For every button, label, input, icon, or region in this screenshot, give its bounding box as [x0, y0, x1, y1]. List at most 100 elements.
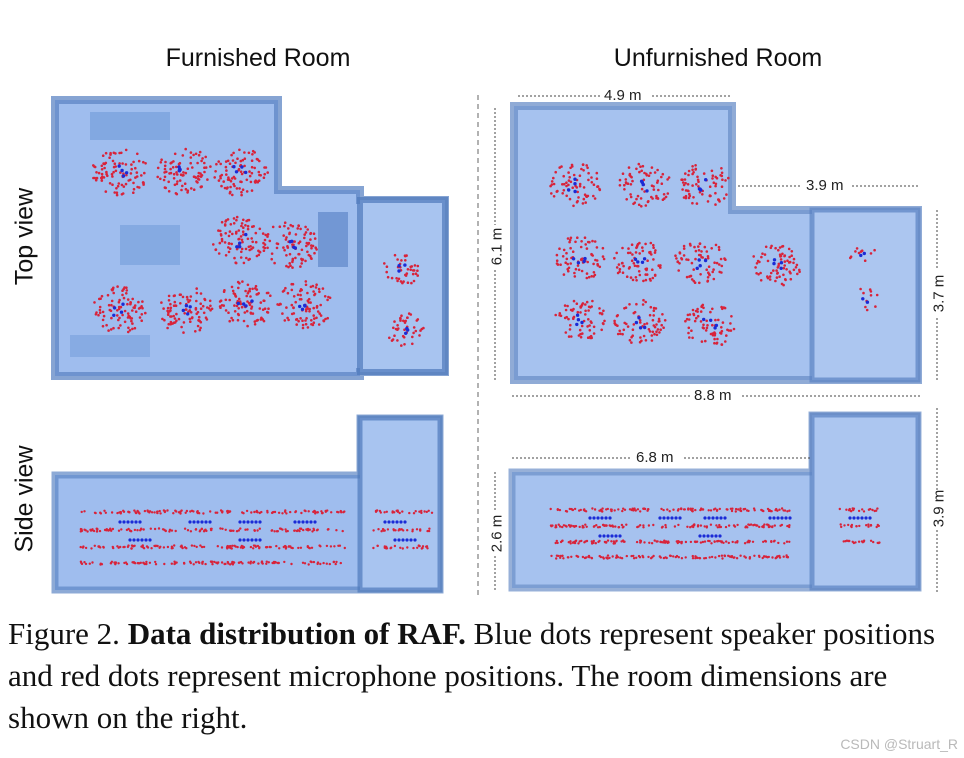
microphone-dot [599, 555, 603, 559]
microphone-dot [250, 307, 253, 310]
microphone-dot [131, 561, 134, 564]
microphone-dot [105, 323, 108, 327]
microphone-dot [215, 162, 218, 166]
microphone-dot [245, 294, 248, 298]
microphone-dot [843, 524, 846, 527]
microphone-dot [300, 248, 304, 252]
microphone-dot [861, 508, 864, 511]
speaker-dot [614, 534, 618, 538]
microphone-dot [714, 507, 717, 510]
microphone-dot [326, 298, 329, 302]
microphone-dot [688, 336, 691, 339]
microphone-dot [588, 324, 591, 327]
microphone-dot [601, 510, 604, 513]
microphone-dot [112, 326, 115, 330]
microphone-dot [240, 193, 243, 197]
microphone-dot [585, 164, 588, 167]
microphone-dot [557, 554, 560, 558]
speaker-dot [678, 516, 682, 520]
microphone-dot [397, 277, 401, 281]
microphone-dot [691, 507, 694, 510]
microphone-dot [103, 166, 106, 170]
microphone-dot [667, 541, 670, 544]
microphone-dot [240, 238, 244, 242]
microphone-dot [228, 230, 232, 233]
microphone-dot [219, 176, 222, 180]
microphone-dot [418, 334, 421, 337]
microphone-dot [316, 562, 319, 566]
microphone-dot [250, 159, 254, 162]
microphone-dot [251, 225, 254, 228]
microphone-dot [236, 157, 239, 160]
microphone-dot [230, 285, 234, 289]
microphone-dot [104, 190, 108, 193]
microphone-dot [863, 259, 867, 263]
speaker-dot [576, 261, 581, 265]
microphone-dot [869, 252, 873, 255]
microphone-dot [597, 540, 600, 544]
microphone-dot [844, 540, 847, 543]
microphone-dot [261, 232, 265, 235]
microphone-dot [274, 561, 278, 564]
microphone-dot [234, 261, 238, 265]
microphone-dot [239, 170, 243, 173]
microphone-dot [191, 316, 194, 319]
microphone-dot [634, 251, 638, 254]
microphone-dot [838, 507, 841, 511]
microphone-dot [261, 318, 265, 321]
microphone-dot [557, 523, 560, 526]
microphone-dot [313, 237, 317, 240]
microphone-dot [653, 171, 657, 174]
microphone-dot [713, 261, 716, 265]
microphone-dot [715, 524, 718, 527]
microphone-dot [790, 254, 793, 257]
microphone-dot [581, 163, 585, 166]
microphone-dot [202, 545, 206, 549]
microphone-dot [614, 525, 617, 528]
microphone-dot [304, 231, 308, 234]
microphone-dot [273, 510, 277, 514]
microphone-dot [132, 160, 135, 164]
microphone-dot [306, 250, 309, 254]
speaker-dot [126, 520, 130, 524]
microphone-dot [284, 286, 287, 290]
microphone-dot [169, 320, 173, 324]
microphone-dot [701, 326, 705, 329]
microphone-dot [300, 298, 303, 301]
microphone-dot [239, 159, 243, 163]
microphone-dot [192, 510, 195, 513]
microphone-dot [709, 523, 713, 526]
microphone-dot [292, 306, 295, 310]
microphone-dot [737, 508, 740, 511]
microphone-dot [717, 245, 721, 249]
speaker-dot [254, 538, 258, 542]
microphone-dot [246, 324, 249, 328]
microphone-dot [627, 247, 630, 250]
microphone-dot [240, 247, 244, 251]
microphone-dot [554, 524, 558, 527]
microphone-dot [254, 284, 258, 288]
microphone-dot [270, 257, 274, 261]
microphone-dot [138, 316, 142, 319]
microphone-dot [212, 243, 215, 246]
microphone-dot [692, 196, 695, 199]
microphone-dot [304, 259, 307, 263]
dim-side-height-right: 3.9 m [930, 489, 948, 528]
microphone-dot [592, 325, 596, 329]
speaker-dot [703, 516, 707, 520]
speaker-dot [244, 232, 248, 237]
microphone-dot [696, 556, 699, 560]
microphone-dot [312, 560, 316, 564]
microphone-dot [693, 281, 697, 285]
microphone-dot [288, 262, 292, 265]
microphone-dot [415, 319, 419, 322]
microphone-dot [148, 510, 152, 513]
microphone-dot [564, 331, 568, 334]
microphone-dot [774, 246, 777, 250]
speaker-dot [640, 260, 645, 264]
microphone-dot [568, 176, 571, 179]
microphone-dot [126, 302, 129, 306]
microphone-dot [578, 184, 582, 188]
microphone-dot [411, 335, 414, 339]
microphone-dot [204, 316, 208, 320]
